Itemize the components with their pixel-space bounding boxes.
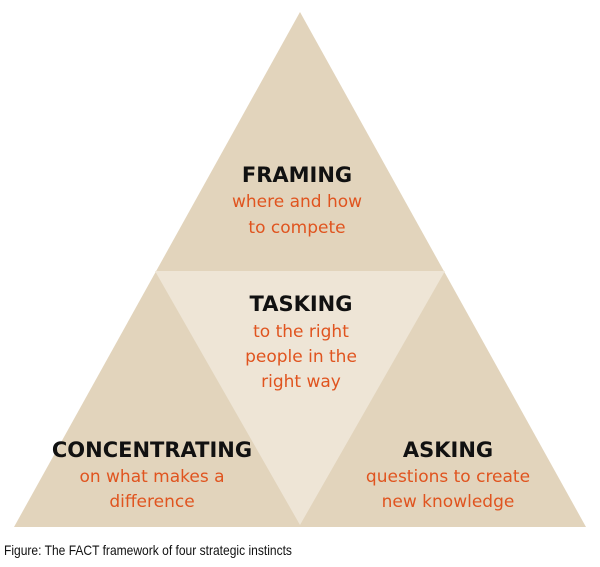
outer-triangle <box>14 12 586 527</box>
framing-section: FRAMING where and how to compete <box>232 163 362 238</box>
framing-line-2: to compete <box>248 218 345 238</box>
concentrating-line-1: on what makes a <box>79 467 224 487</box>
fact-framework-diagram: FRAMING where and how to compete TASKING… <box>14 12 586 527</box>
tasking-triangle <box>155 271 445 525</box>
figure-caption: Figure: The FACT framework of four strat… <box>4 542 292 558</box>
concentrating-section: CONCENTRATING on what makes a difference <box>52 438 252 512</box>
asking-line-2: new knowledge <box>382 492 515 512</box>
asking-section: ASKING questions to create new knowledge <box>366 438 530 512</box>
framing-line-1: where and how <box>232 192 362 212</box>
framing-title: FRAMING <box>242 163 352 187</box>
concentrating-line-2: difference <box>109 492 194 512</box>
tasking-line-1: to the right <box>253 322 349 342</box>
asking-title: ASKING <box>403 438 493 462</box>
tasking-section: TASKING to the right people in the right… <box>245 292 357 392</box>
tasking-line-3: right way <box>261 372 341 392</box>
tasking-line-2: people in the <box>245 347 357 367</box>
concentrating-title: CONCENTRATING <box>52 438 252 462</box>
tasking-title: TASKING <box>250 292 353 316</box>
asking-line-1: questions to create <box>366 467 530 487</box>
